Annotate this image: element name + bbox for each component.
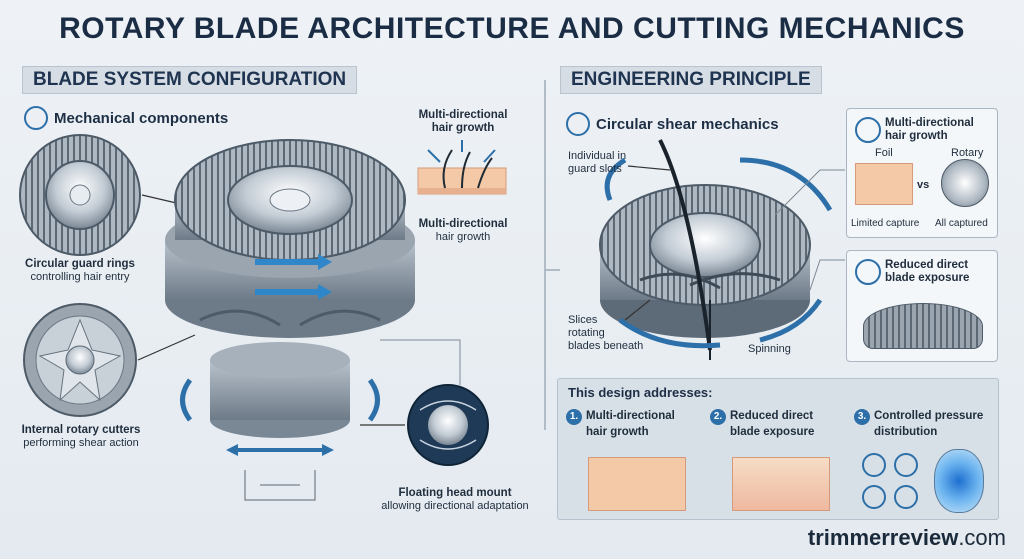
rotary-cutters-label: Internal rotary cutters performing shear… bbox=[16, 424, 146, 450]
rotary-icon bbox=[894, 485, 918, 509]
mechanical-components-label: Mechanical components bbox=[54, 109, 229, 127]
foil-label: Foil bbox=[875, 147, 893, 159]
main-rotary-head bbox=[165, 139, 415, 501]
hair-growth-illustration bbox=[417, 140, 507, 195]
shield-icon bbox=[855, 259, 881, 285]
circular-shear-label: Circular shear mechanics bbox=[596, 115, 779, 133]
settings-icon bbox=[862, 485, 886, 509]
brand-logo: trimmerreview.com bbox=[807, 525, 1006, 550]
page-title: ROTARY BLADE ARCHITECTURE AND CUTTING ME… bbox=[59, 12, 965, 45]
gauge-icon bbox=[566, 112, 590, 136]
all-captured-label: All captured bbox=[935, 218, 988, 229]
address-item-1-title: 1.Multi-directional hair growth bbox=[566, 409, 696, 439]
floating-mount-label: Floating head mount allowing directional… bbox=[375, 487, 535, 513]
address-item-3: 3.Controlled pressure distribution bbox=[854, 409, 994, 513]
shear-head-illustration bbox=[599, 139, 833, 360]
vs-label: vs bbox=[917, 179, 930, 191]
design-addresses-panel: This design addresses: 1.Multi-direction… bbox=[557, 378, 999, 520]
floating-mount-detail bbox=[407, 384, 489, 466]
rotary-head-image bbox=[941, 159, 989, 207]
foil-skin-image bbox=[855, 163, 913, 205]
guard-rings-desc: controlling hair entry bbox=[30, 271, 130, 283]
mechanical-components-heading: Mechanical components bbox=[24, 106, 228, 130]
gear-icon bbox=[24, 106, 48, 130]
limited-capture-label: Limited capture bbox=[851, 218, 920, 229]
guard-ring-detail bbox=[19, 134, 141, 256]
rotary-cutters-desc: performing shear action bbox=[23, 437, 139, 449]
address-item-2: 2.Reduced direct blade exposure bbox=[710, 409, 840, 511]
floating-mount-desc: allowing directional adaptation bbox=[381, 500, 529, 512]
guard-ring-image bbox=[863, 303, 983, 349]
section-blade-system: BLADE SYSTEM CONFIGURATION bbox=[22, 66, 358, 94]
circular-shear-heading: Circular shear mechanics bbox=[566, 112, 779, 136]
address-item-2-title: 2.Reduced direct blade exposure bbox=[710, 409, 840, 439]
guard-rings-title: Circular guard rings bbox=[25, 258, 135, 270]
face-pressure-map bbox=[934, 449, 984, 513]
rotary-label: Rotary bbox=[951, 147, 984, 159]
user-icon bbox=[862, 453, 886, 477]
address-item-3-title: 3.Controlled pressure distribution bbox=[854, 409, 994, 439]
section-engineering-principle: ENGINEERING PRINCIPLE bbox=[560, 66, 822, 94]
address-item-1: 1.Multi-directional hair growth bbox=[566, 409, 696, 511]
guard-rings-label: Circular guard rings controlling hair en… bbox=[20, 258, 140, 284]
floating-mount-title: Floating head mount bbox=[398, 487, 512, 499]
target-icon bbox=[894, 453, 918, 477]
spinning-label: Spinning bbox=[748, 343, 791, 355]
rotary-cutters-title: Internal rotary cutters bbox=[21, 424, 141, 436]
hair-growth-image bbox=[588, 457, 686, 511]
hair-icon bbox=[855, 117, 881, 143]
addresses-heading: This design addresses: bbox=[568, 385, 713, 400]
rotary-cutters-detail bbox=[23, 303, 137, 417]
skin-layer-image bbox=[732, 457, 830, 511]
